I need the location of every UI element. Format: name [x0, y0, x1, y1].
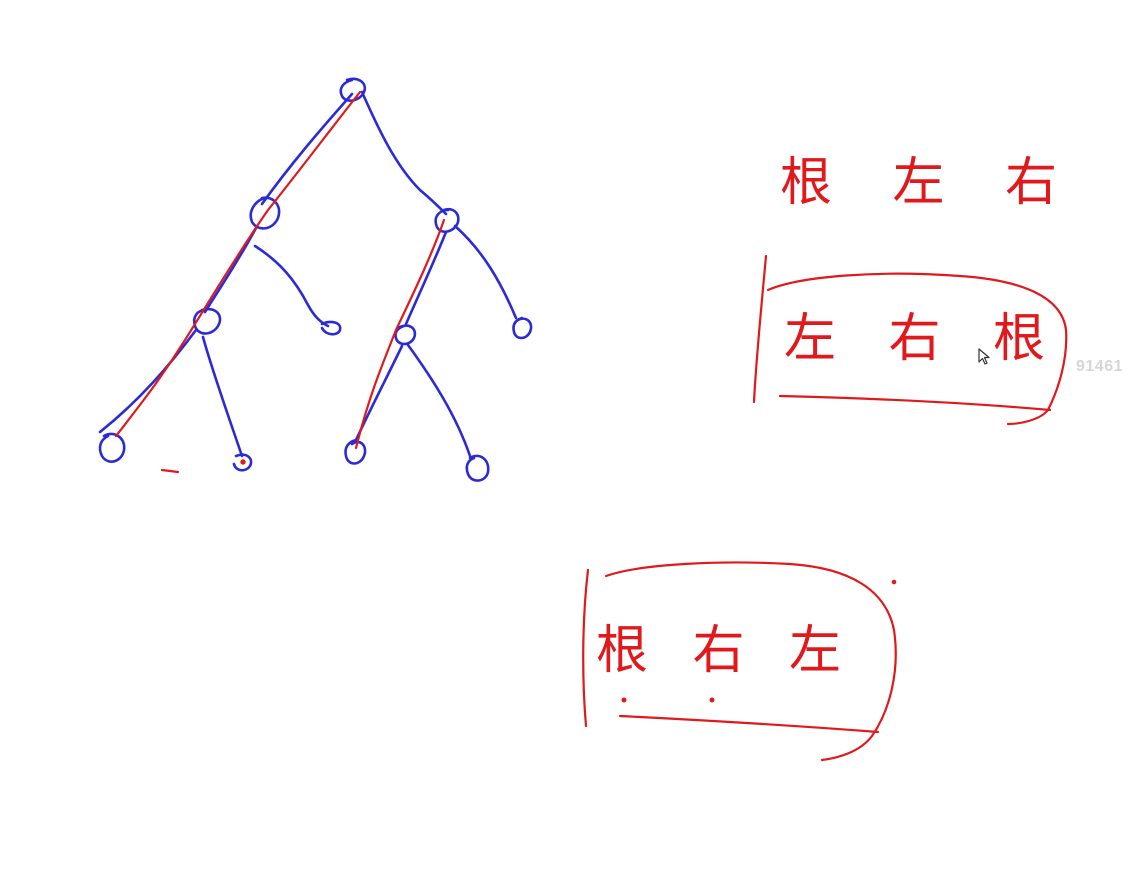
- tree-node: [232, 453, 253, 472]
- tree-edge: [404, 230, 448, 326]
- dot-mark: [891, 579, 897, 585]
- binary-tree: [98, 77, 533, 482]
- tree-edge: [260, 92, 354, 206]
- dot-mark: [709, 697, 715, 703]
- tree-node: [465, 454, 490, 482]
- tree-node: [344, 438, 367, 465]
- tree-edge: [453, 224, 518, 320]
- stray-mark: [160, 468, 180, 474]
- reversed-box: [618, 714, 880, 734]
- watermark: 91461: [1076, 358, 1123, 375]
- note-postorder: 左 右 根: [784, 309, 1063, 369]
- tree-edge: [201, 335, 244, 458]
- highlight-path-right: [354, 218, 446, 450]
- tree-node: [249, 196, 281, 230]
- tree-edge: [406, 343, 472, 458]
- dot-mark: [621, 697, 627, 703]
- note-reversed: 根 右 左: [596, 621, 855, 681]
- tree-edge: [98, 328, 198, 434]
- traversal-highlight: [114, 90, 446, 474]
- postorder-box: [766, 272, 1068, 426]
- tree-node: [394, 324, 417, 346]
- reversed-box: [604, 561, 897, 762]
- note-boxes: [582, 254, 1068, 762]
- tree-node: [320, 320, 342, 336]
- tree-edge: [360, 90, 448, 216]
- reversed-box: [582, 568, 590, 728]
- tree-edge: [253, 244, 330, 328]
- postorder-box: [778, 394, 1052, 412]
- tree-node: [98, 432, 126, 463]
- dot-mark: [240, 459, 246, 465]
- highlight-path-left: [114, 90, 362, 438]
- postorder-box: [752, 254, 768, 404]
- mouse-cursor-icon: [978, 348, 990, 365]
- tree-node: [512, 316, 533, 340]
- note-preorder: 根 左 右: [780, 153, 1079, 213]
- tree-node-root: [339, 77, 367, 102]
- tree-node: [434, 207, 460, 234]
- tree-node: [192, 307, 222, 335]
